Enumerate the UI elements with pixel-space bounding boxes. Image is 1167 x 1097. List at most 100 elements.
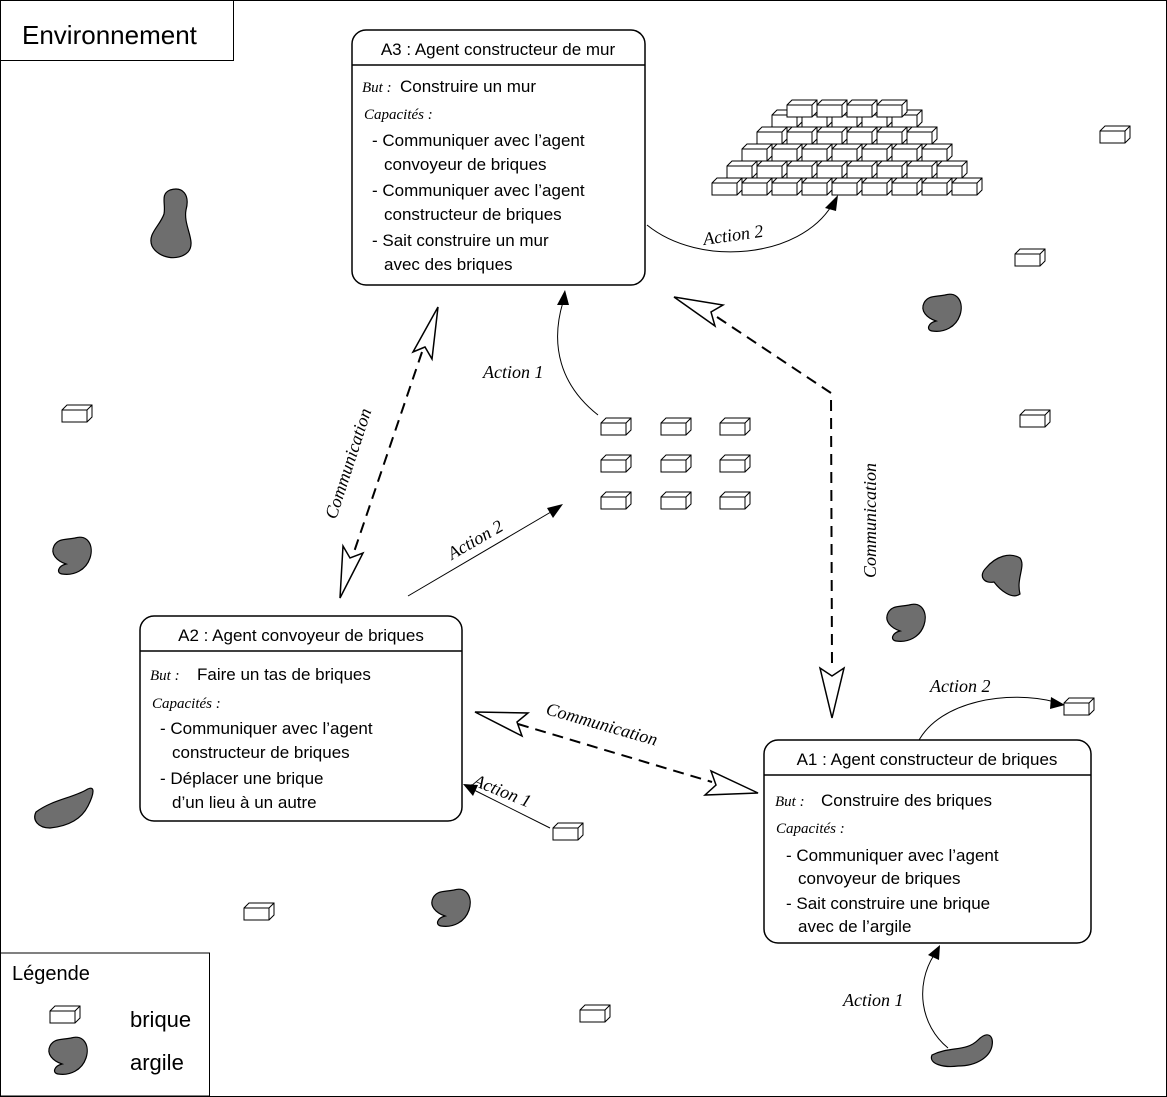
wall-brick-icon [741,177,773,196]
wall-brick-icon [771,143,803,162]
legend: Légende brique argile [0,952,210,1097]
agent-a3-capability: - Sait construire un mur [372,231,549,250]
a1-action1-label: Action 1 [842,990,904,1010]
brick-icon [719,491,751,510]
a2-action2-arrow [407,508,557,597]
brick-icon [579,1004,611,1023]
brick-wall [711,99,983,196]
a2-action1-label: Action 1 [470,770,535,812]
clay-icon [886,603,926,642]
agent-a3-goal: Construire un mur [400,77,536,96]
comm-a3-a2-head-bottom [339,543,365,599]
wall-brick-icon [846,99,878,118]
brick-icon [600,417,632,436]
brick-icon [1014,248,1046,267]
wall-brick-icon [831,143,863,162]
agent-a2-capability: d’un lieu à un autre [172,793,317,812]
a2-action1-arrow [471,788,551,829]
agent-a2-capabilities-label: Capacités : [152,696,221,712]
brick-pile [600,417,751,510]
environment-label-box [0,0,234,61]
a1-action1-arrowhead [928,945,940,960]
wall-brick-icon [906,126,938,145]
a3-action2-arrow [646,204,833,253]
legend-brick-label: brique [130,1007,191,1032]
wall-brick-icon [726,160,758,179]
brick-icon [600,491,632,510]
wall-brick-icon [936,160,968,179]
comm-a2-a1-head-left [474,711,531,738]
brick-icon [552,822,584,841]
clay-icon [52,536,92,575]
a3-action1-arrow [557,301,599,416]
agent-a1-title: A1 : Agent constructeur de briques [797,750,1058,769]
wall-brick-icon [876,160,908,179]
agent-a2-title: A2 : Agent convoyeur de briques [178,626,424,645]
brick-icon [1019,409,1051,428]
legend-title: Légende [12,963,90,985]
wall-brick-icon [861,177,893,196]
brick-icon [61,404,93,423]
agent-a3-box: A3 : Agent constructeur de mur But : Con… [351,29,646,286]
wall-brick-icon [816,126,848,145]
agent-a3-title: A3 : Agent constructeur de mur [381,40,616,59]
agent-a1-capability: - Sait construire une brique [786,894,990,913]
wall-brick-icon [891,143,923,162]
agent-a1-capability: convoyeur de briques [798,869,961,888]
a3-action1-arrowhead [557,290,569,305]
a2-action2-arrowhead [547,504,563,518]
a3-action2-arrowhead [825,195,838,211]
clay-icon [34,787,94,829]
brick-icon [660,491,692,510]
agent-a1-goal: Construire des briques [821,791,992,810]
comm-a2-a1-head-right [702,769,759,796]
clay-icon [922,293,962,332]
brick-icon [1099,125,1131,144]
brick-icon [243,902,275,921]
environment-label: Environnement [22,20,198,50]
wall-brick-icon [846,160,878,179]
comm-a2-a1-line [517,723,713,783]
wall-brick-icon [771,177,803,196]
agent-a2-box: A2 : Agent convoyeur de briques But : Fa… [139,615,463,822]
agent-a3-goal-label: But : [362,80,392,96]
comm-a3-a2-line [352,351,423,556]
agent-a3-capability: avec des briques [384,255,513,274]
a1-action1-arrow [922,954,949,1049]
wall-brick-icon [711,177,743,196]
comm-a3-a2-head-top [411,306,439,362]
legend-clay-label: argile [130,1050,184,1075]
agent-a1-capability: avec de l’argile [798,917,911,936]
agent-a1-goal-label: But : [775,794,805,810]
comm-a3-a1-head-bottom [818,666,846,719]
agent-a3-capabilities-label: Capacités : [364,107,433,123]
agent-a3-capability: - Communiquer avec l’agent [372,181,585,200]
agent-a2-capability: constructeur de briques [172,743,350,762]
brick-icon [660,417,692,436]
wall-brick-icon [906,160,938,179]
agent-a2-capability: - Déplacer une brique [160,769,323,788]
agent-a1-box: A1 : Agent constructeur de briques But :… [763,739,1092,944]
wall-brick-icon [786,99,818,118]
legend-brick-icon [49,1005,81,1024]
wall-brick-icon [921,177,953,196]
wall-brick-icon [951,177,983,196]
brick-icon [1063,697,1095,716]
wall-brick-icon [741,143,773,162]
a1-action2-arrowhead [1050,697,1065,709]
a3-action2-label: Action 2 [701,221,765,249]
wall-brick-icon [801,143,833,162]
comm-a3-a1-line [716,316,833,669]
brick-icon [719,454,751,473]
a1-action2-label: Action 2 [929,676,991,696]
agent-a1-capabilities-label: Capacités : [776,821,845,837]
agent-a3-capability: convoyeur de briques [384,155,547,174]
wall-brick-icon [786,126,818,145]
agent-a1-capability: - Communiquer avec l’agent [786,846,999,865]
wall-brick-icon [891,177,923,196]
wall-brick-icon [801,177,833,196]
wall-brick-icon [756,126,788,145]
clay-icon [150,188,192,259]
